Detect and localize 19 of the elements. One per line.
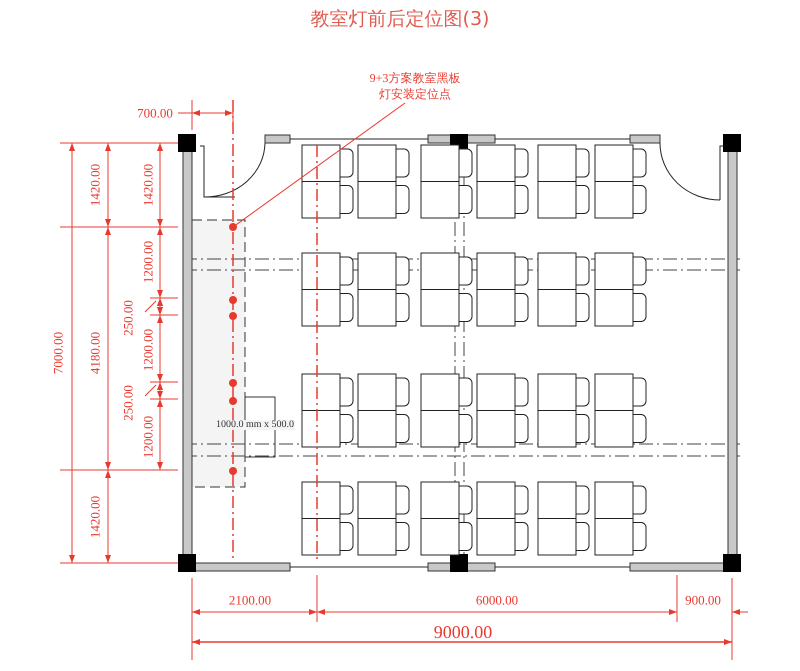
dimension-label: 1420.00 (88, 496, 102, 538)
dimension-label: 900.00 (685, 594, 721, 606)
dimension-label: 2100.00 (228, 594, 272, 606)
dimension-label: 4180.00 (88, 332, 102, 374)
size-label: 1000.0 mm x 500.0 (214, 420, 296, 430)
title: 教室灯前后定位图(3) (310, 10, 490, 29)
dimension-label: 1420.00 (142, 164, 154, 206)
dimension-label: 250.00 (122, 385, 134, 421)
dimension-label: 1200.00 (142, 416, 154, 458)
callout-text: 9+3方案教室黑板灯安装定位点 (365, 70, 465, 102)
dimension-label: 1200.00 (142, 240, 154, 284)
dimension-label: 250.00 (122, 300, 134, 336)
dimension-label: 7000.00 (52, 332, 64, 374)
dimension-label: 1420.00 (88, 164, 102, 206)
leader-line (236, 102, 406, 226)
dimension-label: 6000.00 (476, 594, 518, 606)
dimension-label: 1200.00 (142, 328, 154, 372)
dimension-label: 700.00 (137, 106, 173, 120)
dimension-label: 9000.00 (432, 623, 494, 641)
